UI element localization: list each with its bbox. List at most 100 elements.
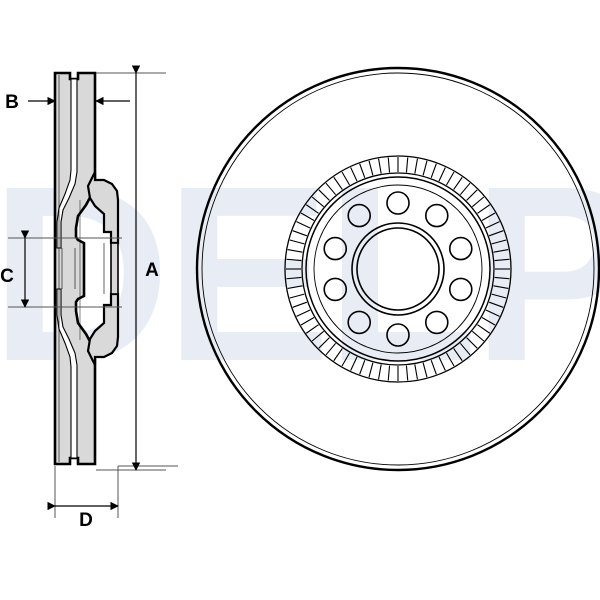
cooling-vane (485, 309, 500, 317)
dimension-c: C (0, 230, 30, 308)
cooling-vane (471, 330, 485, 342)
cooling-vane (430, 163, 437, 179)
dimension-c-label: C (0, 266, 14, 287)
cooling-vane (488, 301, 504, 308)
cooling-vane (341, 171, 350, 186)
cooling-vane (333, 176, 343, 190)
bolt-circle-guide (313, 184, 483, 354)
cooling-vane (286, 276, 302, 280)
cooling-vane (414, 364, 418, 380)
cooling-vane (446, 171, 455, 186)
cooling-vane (414, 158, 418, 174)
cooling-vane (438, 167, 446, 182)
cooling-vane (459, 342, 471, 356)
cooling-vane (311, 196, 325, 208)
cooling-vane (481, 212, 496, 221)
cooling-vane (477, 204, 491, 214)
cooling-vane (305, 204, 319, 214)
cooling-vane (325, 182, 337, 196)
hat-outer-edge (305, 176, 491, 362)
cooling-vane (311, 330, 325, 342)
cooling-vane (493, 249, 509, 253)
cooling-vane (438, 356, 446, 371)
friction-ring-outer (201, 72, 595, 466)
cooling-vane (378, 364, 382, 380)
cooling-vane (289, 293, 305, 299)
cooling-vane (453, 176, 463, 190)
cooling-vane (430, 359, 437, 375)
cooling-vane (305, 324, 319, 334)
cooling-vane (368, 160, 374, 176)
dimension-d-label: D (79, 510, 93, 531)
cooling-vane (422, 362, 428, 378)
cooling-vane (493, 285, 509, 289)
cooling-vane (491, 239, 507, 245)
cooling-vanes (286, 157, 510, 381)
cooling-vane (387, 365, 391, 381)
dimension-a-label: A (145, 260, 159, 281)
dimension-a: A (131, 65, 159, 471)
cooling-vane (292, 301, 308, 308)
cooling-vane (459, 182, 471, 196)
cooling-vane (289, 239, 305, 245)
bolt-holes (323, 191, 473, 347)
cooling-vane (471, 196, 485, 208)
cooling-vane (287, 285, 303, 289)
cooling-vane (485, 221, 500, 229)
section-vent-channel-upper (56, 78, 78, 249)
vane-ring-inner (301, 172, 495, 366)
cooling-vane (318, 337, 330, 349)
cooling-vane (488, 230, 504, 237)
cooling-vane (350, 167, 358, 182)
cooling-vane (359, 163, 366, 179)
cooling-vane (296, 309, 311, 317)
cooling-vane (477, 324, 491, 334)
cooling-vane (453, 348, 463, 362)
cooling-vane (325, 342, 337, 356)
bolt-hole (448, 236, 473, 261)
cooling-vane (494, 258, 510, 262)
bolt-hole (323, 236, 348, 261)
bolt-hole (347, 203, 372, 228)
cooling-vane (286, 258, 302, 262)
cooling-vane (333, 348, 343, 362)
cooling-vane (405, 157, 409, 173)
cooling-vane (481, 317, 496, 326)
cooling-vane (387, 157, 391, 173)
cooling-vane (422, 160, 428, 176)
centre-bore (356, 227, 440, 311)
cooling-vane (446, 352, 455, 367)
cooling-vane (300, 317, 315, 326)
vane-ring-outer (284, 155, 512, 383)
bolt-hole (347, 310, 372, 335)
cooling-vane (287, 249, 303, 253)
cooling-vane (466, 337, 478, 349)
dimension-b-label: B (5, 92, 19, 113)
dimension-d: D (47, 501, 119, 531)
bolt-hole (424, 310, 449, 335)
cooling-vane (296, 221, 311, 229)
bolt-hole (386, 323, 410, 347)
cooling-vane (378, 158, 382, 174)
bolt-hole (386, 191, 410, 215)
cooling-vane (405, 365, 409, 381)
section-vent-channel-lower (56, 288, 78, 459)
bolt-hole (424, 203, 449, 228)
section-hat-web (110, 242, 119, 295)
cooling-vane (466, 189, 478, 201)
cooling-vane (491, 293, 507, 299)
cooling-vane (350, 356, 358, 371)
cooling-vane (359, 359, 366, 375)
front-face-view (195, 66, 600, 472)
cooling-vane (300, 212, 315, 221)
outer-disc-edge (195, 66, 600, 472)
bolt-hole (323, 277, 348, 302)
cooling-vane (341, 352, 350, 367)
hub-face-outer (351, 222, 445, 316)
cooling-vane (318, 189, 330, 201)
cross-section-view (8, 71, 178, 518)
cooling-vane (368, 362, 374, 378)
bolt-hole (448, 277, 473, 302)
